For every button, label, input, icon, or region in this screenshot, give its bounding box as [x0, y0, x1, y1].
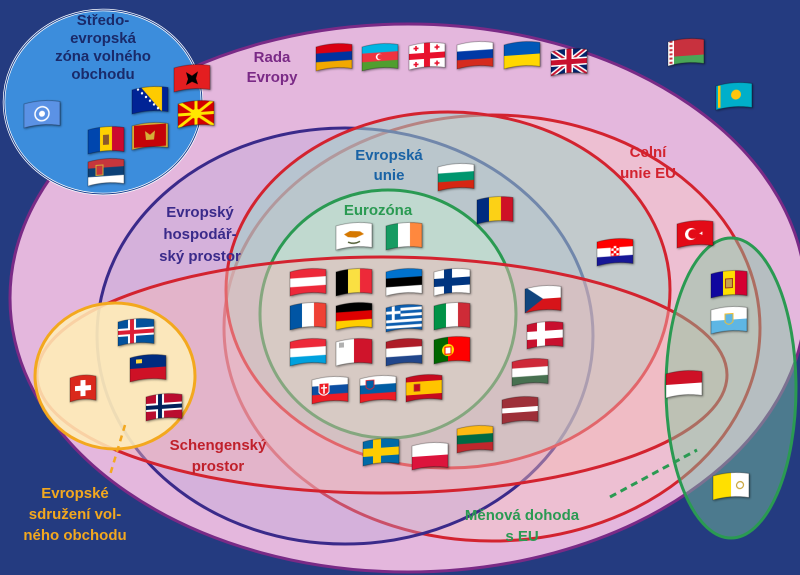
label-eu-line: Evropská	[355, 147, 423, 164]
flag-malta-icon	[335, 337, 373, 367]
label-rada-line: Evropy	[247, 69, 299, 86]
flag-romania-icon	[476, 195, 514, 225]
flag-italy-icon	[433, 301, 471, 331]
flag-turkey-icon	[676, 219, 714, 249]
flag-germany-icon	[335, 301, 373, 331]
flag-france-icon	[289, 301, 327, 331]
label-cefta-line: obchodu	[71, 66, 134, 83]
flag-georgia-icon	[408, 41, 446, 71]
flag-macedonia-icon	[177, 99, 215, 129]
flag-bosnia-icon	[131, 85, 169, 115]
flag-serbia-icon	[87, 157, 125, 187]
label-cefta-line: zóna volného	[55, 48, 151, 65]
flag-vatican-icon	[712, 471, 750, 501]
flag-netherlands-icon	[385, 337, 423, 367]
label-customs-line: unie EU	[620, 165, 676, 182]
label-cefta-line: evropská	[70, 30, 137, 47]
flag-finland-icon	[433, 267, 471, 297]
flag-san-marino-icon	[710, 305, 748, 335]
label-schengen: Schengenský prostor	[170, 437, 267, 475]
flag-cyprus-icon	[335, 221, 373, 251]
label-eea-line: Evropský	[166, 204, 234, 221]
flag-azerbaijan-icon	[361, 42, 399, 72]
flag-poland-icon	[411, 441, 449, 471]
flag-greece-icon	[385, 303, 423, 333]
label-efta: Evropské sdružení vol- ného obchodu	[23, 485, 126, 544]
label-eea: Evropský hospodář- ský prostor	[159, 204, 241, 265]
label-cefta: Středo- evropská zóna volného obchodu	[55, 12, 151, 83]
label-eea-line: ský prostor	[159, 248, 241, 265]
flag-latvia-icon	[501, 395, 539, 425]
flag-monaco-icon	[665, 369, 703, 399]
flag-portugal-icon	[433, 335, 471, 365]
flag-croatia-icon	[596, 237, 634, 267]
label-schengen-line: prostor	[192, 458, 245, 475]
label-cefta-line: Středo-	[77, 12, 130, 29]
flag-belarus-icon	[667, 37, 705, 67]
flag-moldova-icon	[87, 125, 125, 155]
label-monetary-line: s EU	[505, 528, 538, 545]
label-rada-line: Rada	[254, 49, 291, 66]
flag-spain-icon	[405, 373, 443, 403]
flag-switzerland-icon	[69, 374, 97, 403]
flag-austria-icon	[289, 267, 327, 297]
flag-russia-icon	[456, 40, 494, 70]
efta-region	[33, 301, 197, 451]
label-customs-line: Celní	[630, 144, 668, 161]
flag-lithuania-icon	[456, 424, 494, 454]
flag-ukraine-icon	[503, 40, 541, 70]
flag-estonia-icon	[385, 267, 423, 297]
label-eu: Evropská unie	[355, 147, 423, 184]
flag-ireland-icon	[385, 221, 423, 251]
flag-hungary-icon	[511, 357, 549, 387]
flag-albania-icon	[173, 63, 211, 93]
flag-un-icon	[23, 99, 61, 129]
flag-bulgaria-icon	[437, 162, 475, 192]
flag-liechtenstein-icon	[129, 353, 167, 383]
flag-armenia-icon	[315, 42, 353, 72]
flag-sweden-icon	[362, 437, 400, 467]
flag-iceland-icon	[117, 317, 155, 347]
flag-kazakhstan-icon	[715, 81, 753, 111]
flag-montenegro-icon	[131, 121, 169, 151]
flag-norway-icon	[145, 392, 183, 422]
label-customs-union: Celní unie EU	[620, 144, 676, 182]
monetary-connector	[609, 448, 698, 499]
label-monetary: Měnová dohoda s EU	[465, 507, 580, 545]
flag-denmark-icon	[526, 320, 564, 350]
flag-slovakia-icon	[311, 375, 349, 405]
flag-belgium-icon	[335, 267, 373, 297]
label-eu-line: unie	[374, 167, 405, 184]
label-eea-line: hospodář-	[163, 226, 236, 243]
label-eurozone: Eurozóna	[344, 202, 413, 219]
label-efta-line: Evropské	[41, 485, 109, 502]
flag-luxembourg-icon	[289, 337, 327, 367]
label-efta-line: sdružení vol-	[29, 506, 122, 523]
flag-czechia-icon	[524, 284, 562, 314]
label-monetary-line: Měnová dohoda	[465, 507, 580, 524]
label-schengen-line: Schengenský	[170, 437, 267, 454]
flag-uk-icon	[550, 47, 588, 77]
efta-connector	[108, 424, 127, 476]
flag-slovenia-icon	[359, 374, 397, 404]
flag-andorra-icon	[710, 269, 748, 299]
label-rada-evropy: Rada Evropy	[247, 49, 299, 86]
label-eurozone-line: Eurozóna	[344, 202, 413, 219]
label-efta-line: ného obchodu	[23, 527, 126, 544]
